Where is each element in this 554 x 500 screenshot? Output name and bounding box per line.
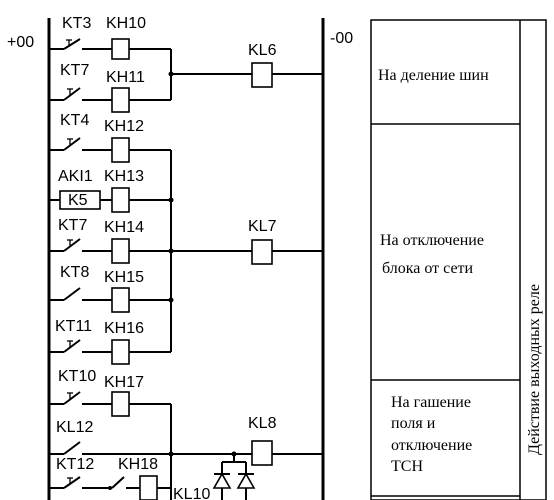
kl12-label: KL12 [56, 419, 93, 436]
kl7-label: KL7 [248, 218, 277, 235]
kh12-label: KH12 [104, 118, 144, 135]
row3-line4: ТСН [391, 458, 423, 475]
kh16-label: KH16 [104, 320, 144, 337]
rung-kt4: KT4 KH12 [49, 112, 171, 163]
kh17-indicator [111, 391, 130, 417]
kh14-indicator [111, 238, 130, 264]
table-header-vertical: Действие выходных реле [526, 284, 543, 455]
kh12-indicator [111, 137, 130, 163]
rung-kt8: KT8 KH15 [49, 264, 171, 313]
kh15-label: KH15 [104, 269, 144, 286]
kl6-label: KL6 [248, 42, 277, 59]
rung-kt11: KT11 KH16 [49, 318, 171, 365]
kl7-relay [251, 239, 273, 265]
kt12-label: KT12 [56, 456, 94, 473]
kh17-label: KH17 [104, 374, 144, 391]
minus-bus-label: -00 [330, 30, 353, 47]
row1-line1: На деление шин [378, 67, 489, 84]
aki1-label: AKI1 [58, 168, 93, 185]
kh10-indicator [111, 38, 130, 60]
kh13-indicator [111, 187, 130, 213]
kt7-label-b: KT7 [58, 217, 87, 234]
row2-line2: блока от сети [382, 260, 474, 277]
kl8-label: KL8 [248, 415, 277, 432]
rung-aki1: K5 AKI1 KH13 [49, 168, 171, 213]
kt3-label: KT3 [62, 15, 91, 32]
kh13-label: KH13 [104, 168, 144, 185]
kl8-relay [251, 440, 273, 466]
rung-kt3: KT3 KH10 [49, 15, 172, 100]
rung-kt12: KT12 KH18 [49, 456, 171, 500]
kh10-label: KH10 [106, 15, 146, 32]
row3-line2: поля и [391, 415, 436, 432]
kh11-indicator [111, 87, 130, 113]
kt8-label: KT8 [60, 264, 89, 281]
row3-line1: На гашение [391, 394, 471, 411]
kh18-indicator [139, 475, 158, 500]
kt4-label: KT4 [60, 112, 89, 129]
kh16-indicator [111, 339, 130, 365]
rung-kt7-a: KT7 KH11 [49, 62, 171, 113]
kl10-label: KL10 [173, 486, 210, 500]
kt7-label-a: KT7 [60, 62, 89, 79]
rung-kl12: KL12 [49, 419, 234, 455]
kh15-indicator [111, 287, 130, 313]
kh18-label: KH18 [118, 456, 158, 473]
kh11-label: KH11 [106, 69, 145, 86]
kt11-label: KT11 [55, 318, 92, 335]
kt10-label: KT10 [58, 368, 96, 385]
rung-kt7-b: KT7 KH14 [49, 217, 171, 264]
kh14-label: KH14 [104, 219, 144, 236]
kl6-relay [251, 62, 273, 88]
output-action-table: Действие выходных реле На деление шин На… [370, 19, 547, 500]
diode-pair [212, 454, 256, 500]
rung-kt10: KT10 KH17 [49, 368, 171, 417]
k5-label: K5 [68, 192, 88, 209]
plus-bus-label: +00 [7, 34, 34, 51]
row3-line3: отключение [391, 437, 472, 454]
row2-line1: На отключение [380, 232, 484, 249]
